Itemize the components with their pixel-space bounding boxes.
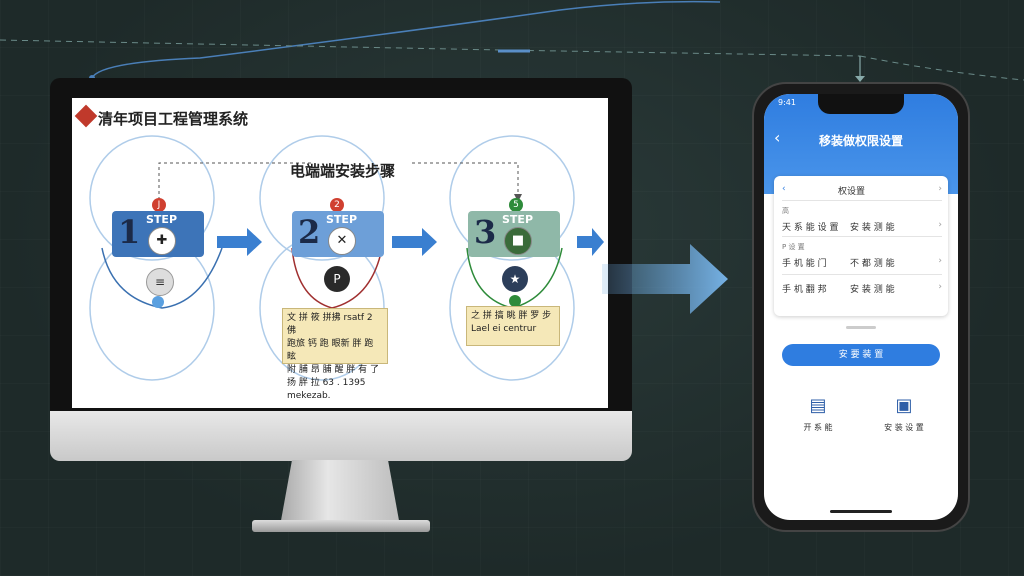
step-2-number: 2 — [298, 213, 321, 251]
chevron-left-icon: ‹ — [782, 184, 786, 194]
monitor-chin — [50, 411, 632, 461]
note-2-line: Lael ei centrur — [471, 324, 537, 334]
phone-notch — [818, 94, 904, 114]
row-label: 权设置 — [838, 187, 866, 197]
step-2-label: STEP — [326, 213, 358, 226]
chevron-right-icon: › — [938, 184, 942, 194]
step-1-drop-icon — [152, 296, 164, 308]
chevron-right-icon: › — [938, 220, 942, 230]
chevron-right-icon: › — [938, 282, 942, 292]
row-key: 手 机 能 门 — [782, 259, 827, 269]
step-3-dot — [509, 295, 521, 307]
note-2-line: 之 拼 搞 眺 胖 罗 步 — [471, 311, 552, 321]
diagram-title: 电端端安装步骤 — [290, 162, 396, 180]
step-3-label: STEP — [502, 213, 534, 226]
step-3-card[interactable]: 3 STEP ■ — [468, 211, 560, 257]
note-1-line: 附 脯 昂 脯 醒 胖 有 了 — [287, 365, 380, 375]
note-1: 文 拼 筱 拼拂 rsatf 2 佛 跑旅 钙 跑 眼新 胖 跑 眩 附 脯 昂… — [282, 308, 388, 401]
back-arrow-icon[interactable]: ‹ — [774, 128, 781, 147]
sheet-handle — [846, 326, 876, 329]
step-2-badge: 2 — [330, 198, 344, 212]
section-label: P 设 置 — [782, 243, 805, 251]
smartphone: 9:41 ‹ 移装做权限设置 ‹ 权设置 › 高 天 系 能 设 置 安 装 测… — [752, 82, 970, 532]
step-1-number: 1 — [118, 213, 141, 251]
phone-screen: 9:41 ‹ 移装做权限设置 ‹ 权设置 › 高 天 系 能 设 置 安 装 测… — [764, 94, 958, 520]
row-value: 不 都 测 能 — [850, 259, 895, 269]
monitor-stand — [280, 460, 400, 526]
step-1-node-icon: ≡ — [146, 268, 174, 296]
monitor-bezel: 清年项目工程管理系统 电端 — [50, 78, 632, 411]
star-icon: ★ — [502, 266, 528, 292]
package-icon: ■ — [504, 227, 532, 255]
divider — [782, 274, 942, 275]
settings-card: ‹ 权设置 › 高 天 系 能 设 置 安 装 测 能 › P 设 置 手 机 … — [774, 176, 948, 316]
imac-monitor: 清年项目工程管理系统 电端 — [50, 78, 632, 461]
checklist-icon: ✚ — [148, 227, 176, 255]
section-label: 高 — [782, 207, 789, 215]
row-key: 天 系 能 设 置 — [782, 223, 839, 233]
divider — [782, 200, 942, 201]
step-3-number: 3 — [474, 213, 497, 251]
home-indicator — [830, 510, 892, 513]
step-2-node: P — [324, 266, 350, 292]
note-1-line: 扬 胖 拉 63 . 1395 mekezab. — [287, 378, 366, 401]
row-key: 手 机 翻 邦 — [782, 285, 827, 295]
status-time: 9:41 — [778, 98, 796, 107]
tools-icon: ✕ — [328, 227, 356, 255]
install-settings-button[interactable]: 安 要 装 置 — [782, 344, 940, 366]
settings-doc-icon[interactable]: ▣ — [895, 395, 913, 416]
form-icon[interactable]: ▤ — [809, 395, 827, 416]
quick-action-label: 安 装 设 置 — [884, 423, 924, 432]
note-2: 之 拼 搞 眺 胖 罗 步 Lael ei centrur — [466, 306, 560, 346]
divider — [782, 236, 942, 237]
row-value: 安 装 测 能 — [850, 223, 895, 233]
page-title: 移装做权限设置 — [818, 134, 903, 148]
note-1-line: 文 拼 筱 拼拂 rsatf 2 佛 — [287, 313, 373, 336]
step-3-badge: 5 — [509, 198, 523, 212]
quick-action-label: 开 系 能 — [803, 423, 833, 432]
step-1-badge: J — [152, 198, 166, 212]
app-title: 清年项目工程管理系统 — [98, 110, 249, 128]
note-1-line: 跑旅 钙 跑 眼新 胖 跑 眩 — [287, 339, 374, 362]
step-1-card[interactable]: 1 STEP ✚ — [112, 211, 204, 257]
desktop-screen: 清年项目工程管理系统 电端 — [72, 98, 608, 408]
monitor-base — [252, 520, 430, 532]
step-2-card[interactable]: 2 STEP ✕ — [292, 211, 384, 257]
step-1-label: STEP — [146, 213, 178, 226]
row-value: 安 装 测 能 — [850, 285, 895, 295]
chevron-right-icon: › — [938, 256, 942, 266]
